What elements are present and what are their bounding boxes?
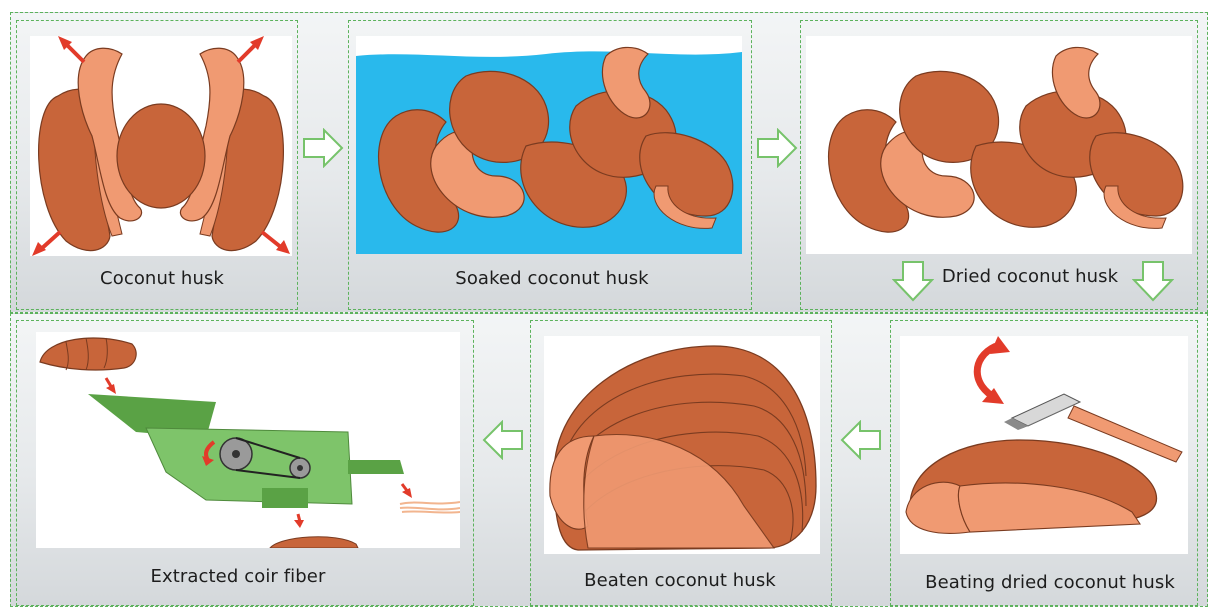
arrow-right-icon bbox=[302, 128, 344, 168]
label-beating: Beating dried coconut husk bbox=[925, 572, 1175, 593]
label-soaked: Soaked coconut husk bbox=[455, 268, 648, 289]
dried-husk-illustration bbox=[806, 36, 1192, 254]
label-beaten: Beaten coconut husk bbox=[584, 570, 776, 591]
arrow-right-icon bbox=[756, 128, 798, 168]
label-dried: Dried coconut husk bbox=[942, 266, 1118, 287]
coconut-husk-illustration bbox=[30, 36, 292, 256]
label-coconut-husk: Coconut husk bbox=[100, 268, 224, 289]
arrow-down-icon bbox=[892, 260, 934, 302]
arrow-down-icon bbox=[1132, 260, 1174, 302]
beating-illustration bbox=[900, 336, 1188, 554]
soaked-husk-illustration bbox=[356, 36, 742, 254]
label-extracted: Extracted coir fiber bbox=[151, 566, 326, 587]
extraction-machine-illustration bbox=[36, 332, 460, 548]
arrow-left-icon bbox=[482, 420, 524, 460]
beaten-husk-illustration bbox=[544, 336, 820, 554]
arrow-left-icon bbox=[840, 420, 882, 460]
